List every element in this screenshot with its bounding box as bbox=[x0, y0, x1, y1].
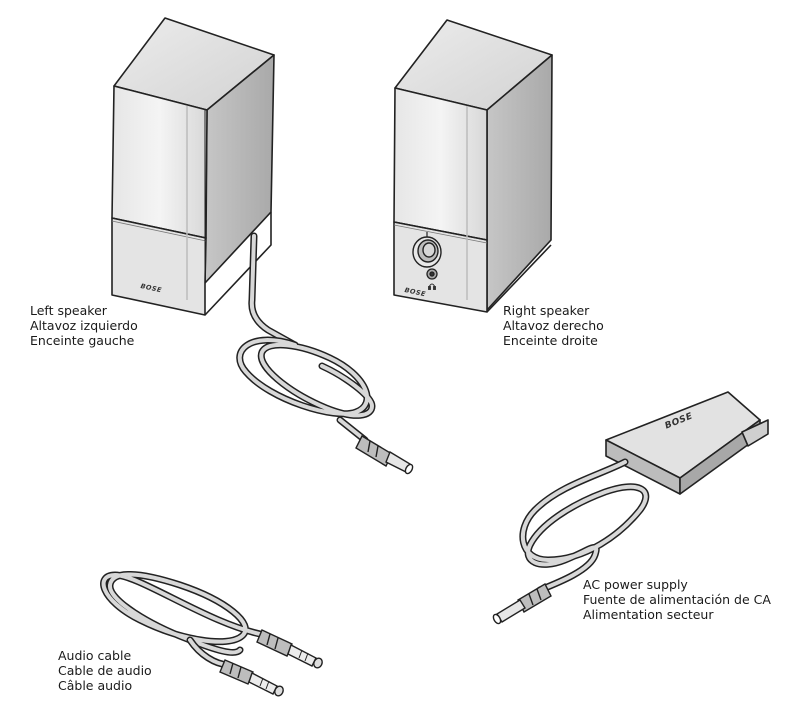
right-speaker bbox=[393, 19, 553, 313]
power-cable bbox=[519, 458, 650, 594]
power-plug bbox=[492, 583, 552, 625]
power-supply-label-en: AC power supply bbox=[583, 577, 688, 592]
left-speaker-label-es: Altavoz izquierdo bbox=[30, 318, 138, 333]
power-supply-label-es: Fuente de alimentación de CA bbox=[583, 592, 771, 607]
right-speaker-label: Right speaker Altavoz derecho Enceinte d… bbox=[503, 303, 604, 348]
left-speaker-label: Left speaker Altavoz izquierdo Enceinte … bbox=[30, 303, 138, 348]
left-speaker-label-fr: Enceinte gauche bbox=[30, 333, 135, 348]
power-supply-label: AC power supply Fuente de alimentación d… bbox=[583, 577, 771, 622]
right-speaker-label-en: Right speaker bbox=[503, 303, 590, 318]
volume-knob bbox=[412, 232, 442, 268]
headphone-icon bbox=[428, 283, 436, 290]
audio-cable-label-es: Cable de audio bbox=[58, 663, 152, 678]
audio-plug-2 bbox=[219, 659, 284, 697]
audio-cable-label-en: Audio cable bbox=[58, 648, 132, 663]
power-supply bbox=[605, 391, 769, 495]
left-speaker bbox=[111, 17, 275, 316]
left-speaker-cable bbox=[236, 232, 376, 444]
power-supply-label-fr: Alimentation secteur bbox=[583, 607, 714, 622]
right-speaker-label-es: Altavoz derecho bbox=[503, 318, 604, 333]
right-speaker-label-fr: Enceinte droite bbox=[503, 333, 598, 348]
audio-plug-1 bbox=[256, 629, 323, 669]
left-speaker-label-en: Left speaker bbox=[30, 303, 107, 318]
headphone-jack bbox=[426, 268, 438, 280]
audio-cable-label: Audio cable Cable de audio Câble audio bbox=[58, 648, 152, 693]
left-speaker-plug bbox=[355, 435, 414, 475]
audio-cable-label-fr: Câble audio bbox=[58, 678, 133, 693]
